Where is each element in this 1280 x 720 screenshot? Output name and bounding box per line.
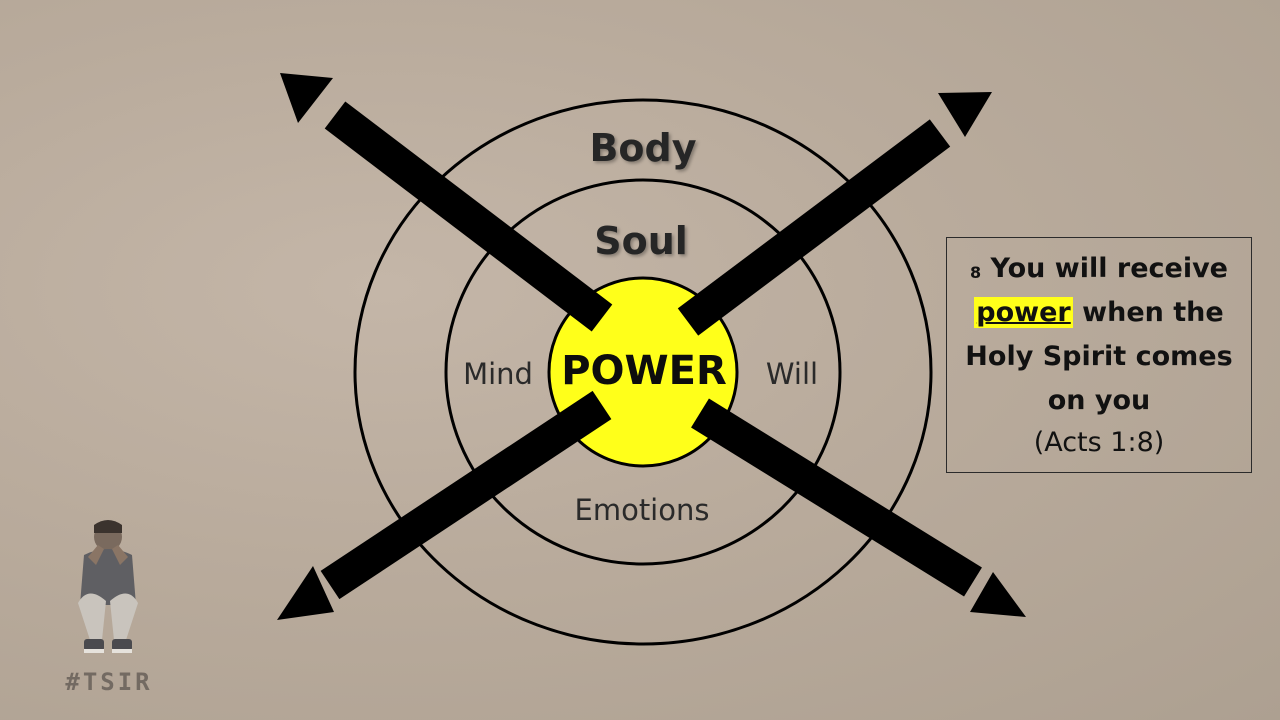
arrow-down-right [691,398,1026,617]
verse-box: 8 You will receive power when the Holy S… [946,237,1252,473]
verse-highlight-power: power [974,297,1073,328]
body-label: Body [589,126,696,170]
emotions-label: Emotions [575,493,710,527]
will-label: Will [766,357,818,391]
arrow-up-left [280,73,613,332]
verse-text: 8 You will receive power when the Holy S… [954,247,1244,423]
verse-text-after: when the Holy Spirit comes on you [965,297,1233,416]
arrow-down-left [277,390,612,620]
outer-ring-body [353,98,933,646]
brand-tag: #TSIR [65,668,153,696]
middle-ring-soul [444,178,842,566]
mind-label: Mind [463,357,533,391]
sitting-person-icon [78,520,138,653]
power-label: POWER [561,348,727,394]
verse-number: 8 [969,263,982,282]
arrow-up-right [677,92,992,336]
verse-text-before: You will receive [981,253,1228,284]
verse-reference: (Acts 1:8) [1033,427,1165,458]
soul-label: Soul [594,219,688,263]
